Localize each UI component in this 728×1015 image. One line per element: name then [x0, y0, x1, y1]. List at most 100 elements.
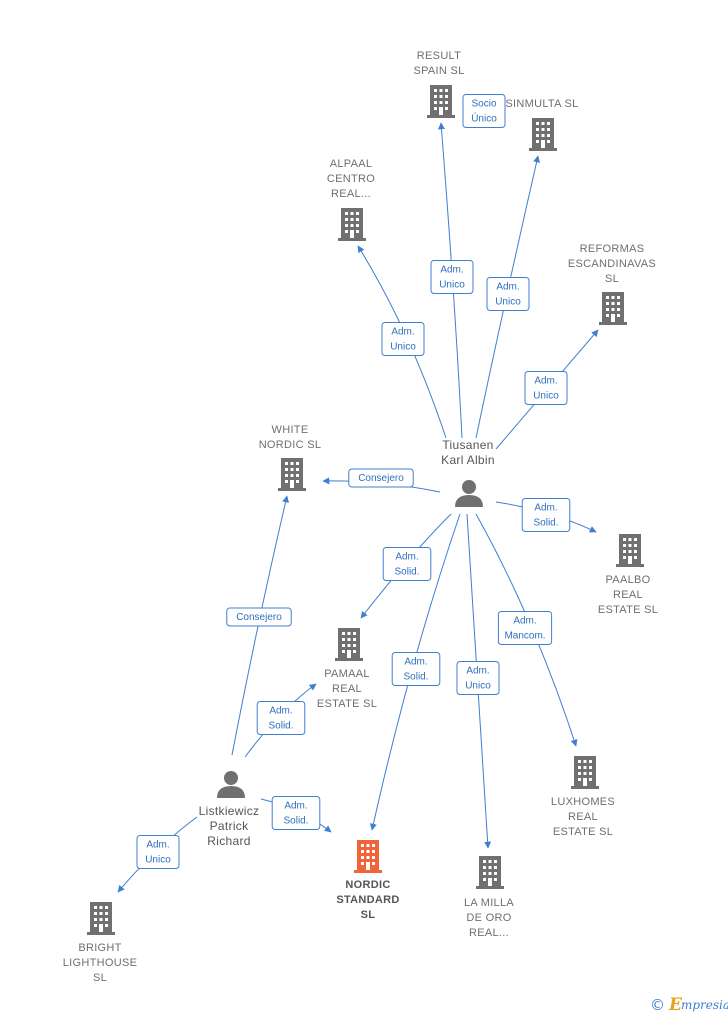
- building-icon[interactable]: [529, 118, 557, 151]
- node-label-white: WHITE: [272, 424, 309, 436]
- building-icon[interactable]: [616, 534, 644, 567]
- edge-label-tiusanen-to-luxhomes-text: Mancom.: [504, 631, 545, 642]
- edge-label-tiusanen-to-pamaal-text: Adm.: [395, 552, 418, 563]
- edge-label-listkiewicz-to-nordic-box: [271, 796, 321, 830]
- edge-label-listkiewicz-to-pamaal-text: Solid.: [268, 721, 293, 732]
- edge-label-listkiewicz-to-nordic-text: Adm.: [284, 801, 307, 812]
- node-label-pamaal: PAMAAL: [324, 668, 370, 680]
- building-icon[interactable]: [87, 902, 115, 935]
- edge-label-tiusanen-to-alpaal-box: [381, 322, 425, 356]
- edge-label-tiusanen-to-sinmulta-text: Unico: [495, 297, 521, 308]
- node-label-listkiewicz: Richard: [207, 834, 250, 848]
- edge-label-listkiewicz-to-bright: Adm. Unico: [136, 835, 180, 869]
- edge-label-listkiewicz-to-nordic-text: Solid.: [283, 816, 308, 827]
- edge-label-tiusanen-to-reformas-box: [524, 371, 568, 405]
- node-label-listkiewicz: Patrick: [210, 819, 249, 833]
- nodes-layer: RESULT SPAIN SL SINMULTA SL ALPAALCENTROREA…: [63, 50, 658, 984]
- node-bright[interactable]: BRIGHT LIGHTHOUSE SL: [63, 902, 138, 984]
- edge-label-tiusanen-to-sinmulta-text: Adm.: [496, 282, 519, 293]
- node-label-reformas: SL: [605, 273, 619, 285]
- node-label-bright: LIGHTHOUSE: [63, 957, 138, 969]
- building-icon[interactable]: [354, 840, 382, 873]
- edge-label-tiusanen-to-alpaal-text: Unico: [390, 342, 416, 353]
- edge-label-tiusanen-to-pamaal: Adm. Solid.: [382, 547, 432, 581]
- building-icon[interactable]: [476, 856, 504, 889]
- node-label-luxhomes: REAL: [568, 811, 598, 823]
- edge-label-tiusanen-to-alpaal-text: Adm.: [391, 327, 414, 338]
- edge-label-tiusanen-to-pamaal-text: Solid.: [394, 567, 419, 578]
- edge-label-tiusanen-to-result-text: Unico: [439, 280, 465, 291]
- node-paalbo[interactable]: PAALBO REAL ESTATE SL: [598, 534, 658, 616]
- node-label-paalbo: REAL: [613, 589, 643, 601]
- edge-label-tiusanen-to-luxhomes-text: Adm.: [513, 616, 536, 627]
- edge-label-listkiewicz-to-pamaal-text: Adm.: [269, 706, 292, 717]
- edge-label-tiusanen-to-reformas-text: Unico: [533, 391, 559, 402]
- edge-label-tiusanen-to-nordic-text: Adm.: [404, 657, 427, 668]
- edge-label-listkiewicz-to-white-box: [226, 607, 292, 627]
- node-label-paalbo: ESTATE SL: [598, 604, 658, 616]
- edge-label-tiusanen-to-luxhomes-box: [497, 611, 553, 645]
- edge-label-tiusanen-to-lamilla-text: Unico: [465, 681, 491, 692]
- node-label-alpaal: REAL...: [331, 188, 371, 200]
- person-icon[interactable]: [217, 771, 245, 798]
- node-label-bright: SL: [93, 972, 107, 984]
- building-icon[interactable]: [571, 756, 599, 789]
- node-label-result: RESULT: [417, 50, 461, 62]
- edge-label-tiusanen-to-paalbo-text: Adm.: [534, 503, 557, 514]
- node-result[interactable]: RESULT SPAIN SL: [413, 50, 464, 118]
- node-label-paalbo: PAALBO: [605, 574, 650, 586]
- edge-label-tiusanen-to-white-text: Consejero: [358, 473, 404, 484]
- edge-label-tiusanen-to-result: Adm. Unico: [430, 260, 474, 294]
- node-label-alpaal: ALPAAL: [330, 158, 373, 170]
- edge-label-tiusanen-to-result-text: Adm.: [440, 265, 463, 276]
- node-label-listkiewicz: Listkiewicz: [199, 804, 260, 818]
- edge-label-listkiewicz-to-bright-text: Adm.: [146, 840, 169, 851]
- edge-label-tiusanen-to-nordic-box: [391, 652, 441, 686]
- edge-label-socio-text: Socio: [471, 99, 496, 110]
- brand-initial: E: [668, 995, 683, 1015]
- person-icon[interactable]: [455, 480, 483, 507]
- edge-label-tiusanen-to-sinmulta: Adm. Unico: [486, 277, 530, 311]
- node-label-nordic: SL: [361, 909, 376, 921]
- building-icon[interactable]: [335, 628, 363, 661]
- node-label-nordic: STANDARD: [336, 894, 399, 906]
- node-label-lamilla: LA MILLA: [464, 897, 514, 909]
- brand-name: mpresia: [681, 998, 728, 1012]
- edge-label-listkiewicz-to-bright-text: Unico: [145, 855, 171, 866]
- node-label-reformas: REFORMAS: [580, 243, 645, 255]
- node-label-result: SPAIN SL: [413, 65, 464, 77]
- building-icon[interactable]: [338, 208, 366, 241]
- edge-label-listkiewicz-to-white: Consejero: [226, 607, 292, 627]
- edge-label-tiusanen-to-paalbo-box: [521, 498, 571, 532]
- edge-label-tiusanen-to-luxhomes: Adm. Mancom.: [497, 611, 553, 645]
- building-icon[interactable]: [427, 85, 455, 118]
- building-icon[interactable]: [278, 458, 306, 491]
- edge-label-listkiewicz-to-pamaal: Adm. Solid.: [256, 701, 306, 735]
- edge-label-tiusanen-to-reformas-text: Adm.: [534, 376, 557, 387]
- edge-label-tiusanen-to-sinmulta-box: [486, 277, 530, 311]
- node-label-luxhomes: ESTATE SL: [553, 826, 613, 838]
- edge-label-tiusanen-to-nordic-text: Solid.: [403, 672, 428, 683]
- building-icon[interactable]: [599, 292, 627, 325]
- node-label-bright: BRIGHT: [78, 942, 121, 954]
- node-label-tiusanen: Karl Albin: [441, 453, 495, 467]
- edge-label-tiusanen-to-pamaal-box: [382, 547, 432, 581]
- node-label-pamaal: REAL: [332, 683, 362, 695]
- edge-label-tiusanen-to-lamilla-text: Adm.: [466, 666, 489, 677]
- edge-label-tiusanen-to-white: Consejero: [348, 468, 414, 488]
- node-label-pamaal: ESTATE SL: [317, 698, 377, 710]
- node-label-sinmulta: SINMULTA SL: [505, 98, 578, 110]
- node-pamaal[interactable]: PAMAAL REAL ESTATE SL: [317, 628, 377, 710]
- node-label-tiusanen: Tiusanen: [442, 438, 493, 452]
- node-alpaal[interactable]: ALPAALCENTROREAL...: [327, 158, 375, 241]
- node-sinmulta[interactable]: SINMULTA SL: [505, 98, 578, 151]
- edge-label-tiusanen-to-result-box: [430, 260, 474, 294]
